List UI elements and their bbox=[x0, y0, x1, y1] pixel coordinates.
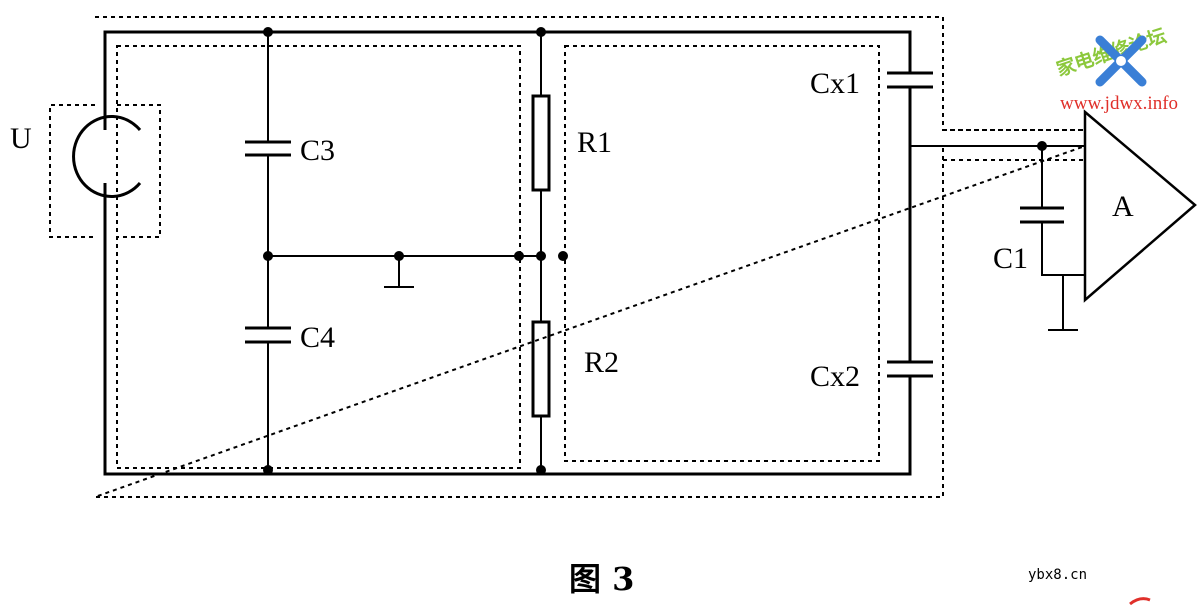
inner-shield-right bbox=[564, 45, 880, 462]
source-label: U bbox=[10, 122, 32, 155]
c1-wire bbox=[1041, 146, 1085, 276]
c1-label: C1 bbox=[993, 242, 1028, 275]
cx2-label: Cx2 bbox=[810, 360, 860, 393]
inner-shield-left bbox=[116, 45, 521, 469]
junction-dot bbox=[558, 251, 568, 261]
figure-caption: 图 3 bbox=[569, 560, 634, 598]
capacitor-c1: C1 bbox=[993, 206, 1064, 275]
amplifier-label: A bbox=[1112, 190, 1134, 223]
resistor-r1: R1 bbox=[531, 94, 612, 192]
junction-dot bbox=[394, 251, 404, 261]
ac-source: U bbox=[10, 115, 142, 198]
watermark: 家电维修论坛 www.jdwx.info ybx8.cn bbox=[1028, 24, 1178, 606]
corner-mark-icon bbox=[1129, 597, 1151, 606]
junction-dot bbox=[536, 27, 546, 37]
capacitor-c4: C4 bbox=[245, 321, 335, 354]
junction-dot bbox=[536, 465, 546, 475]
ground-stub bbox=[384, 256, 414, 288]
amplifier: A bbox=[1083, 109, 1197, 303]
resistor-r2: R2 bbox=[531, 320, 619, 418]
junction-dot bbox=[263, 465, 273, 475]
amp-ground-wire bbox=[1048, 275, 1078, 331]
outer-shield bbox=[94, 16, 1086, 498]
junction-dot bbox=[536, 251, 546, 261]
c4-label: C4 bbox=[300, 321, 335, 354]
junction-dot bbox=[1037, 141, 1047, 151]
watermark-url: www.jdwx.info bbox=[1060, 93, 1178, 114]
junction-dot bbox=[263, 251, 273, 261]
r2-label: R2 bbox=[584, 346, 619, 379]
cx1-label: Cx1 bbox=[810, 67, 860, 100]
watermark-source: ybx8.cn bbox=[1028, 567, 1087, 583]
ac-source-symbol bbox=[72, 115, 142, 198]
junctions bbox=[263, 27, 1047, 475]
r1-label: R1 bbox=[577, 126, 612, 159]
amplifier-triangle bbox=[1083, 109, 1197, 303]
junction-dot bbox=[263, 27, 273, 37]
main-wires bbox=[103, 30, 1085, 476]
capacitor-c3: C3 bbox=[245, 134, 335, 167]
capacitor-cx2: Cx2 bbox=[810, 360, 933, 393]
junction-dot bbox=[514, 251, 524, 261]
tools-icon bbox=[1095, 35, 1147, 87]
outer-loop-wire bbox=[103, 30, 912, 476]
capacitor-cx1: Cx1 bbox=[810, 67, 933, 100]
c3-label: C3 bbox=[300, 134, 335, 167]
